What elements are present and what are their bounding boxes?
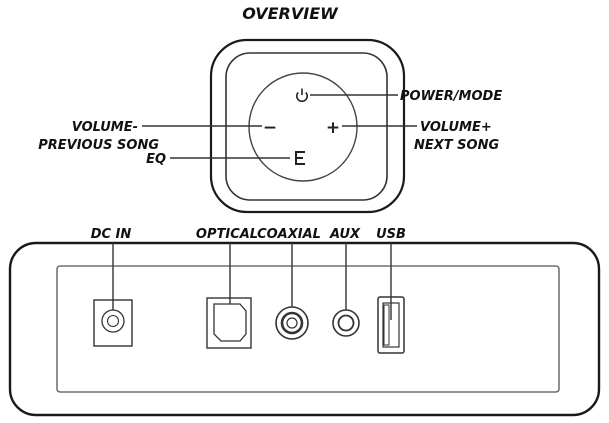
- eq-icon[interactable]: [295, 151, 305, 165]
- label-volume-minus: VOLUME-: [72, 120, 138, 135]
- label-usb: USB: [376, 227, 406, 242]
- label-coaxial: COAXIAL: [257, 227, 321, 242]
- panel-leader-lines: [112, 243, 392, 320]
- label-eq: EQ: [146, 152, 166, 167]
- label-optical: OPTICAL: [196, 227, 258, 242]
- coaxial-port: [275, 306, 309, 340]
- remote-leader-lines: [142, 94, 417, 159]
- label-previous-song: PREVIOUS SONG: [38, 138, 159, 153]
- volume-minus-button[interactable]: −: [263, 118, 277, 138]
- label-volume-plus: VOLUME+: [420, 120, 492, 135]
- optical-port: [206, 297, 252, 349]
- label-dc-in: DC IN: [91, 227, 132, 242]
- label-power-mode: POWER/MODE: [400, 89, 502, 104]
- label-aux: AUX: [329, 227, 361, 242]
- aux-port: [332, 309, 360, 337]
- volume-plus-button[interactable]: +: [326, 118, 340, 138]
- control-wheel: [248, 72, 358, 182]
- power-icon[interactable]: [296, 88, 308, 102]
- label-next-song: NEXT SONG: [414, 138, 499, 153]
- diagram-title: OVERVIEW: [242, 4, 339, 23]
- usb-port: [377, 296, 405, 354]
